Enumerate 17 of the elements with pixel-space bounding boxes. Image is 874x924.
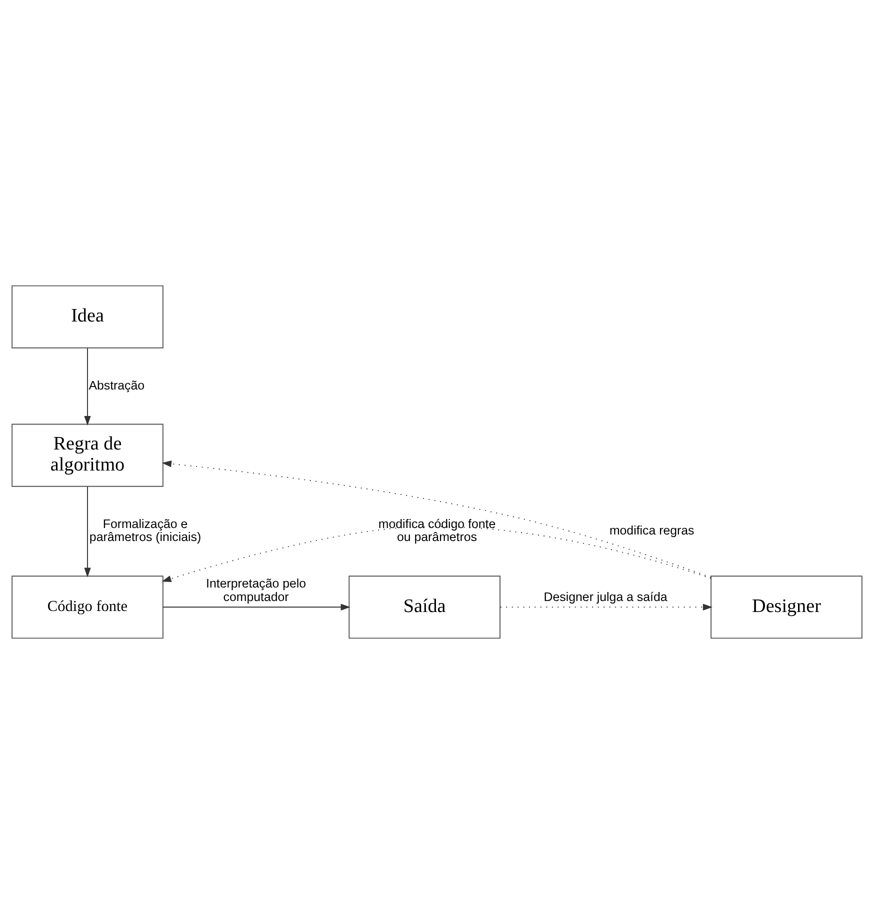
arrow bbox=[500, 604, 712, 610]
edge-label: Interpretação pelo computador bbox=[206, 576, 306, 604]
arrow bbox=[84, 486, 91, 578]
arrow bbox=[162, 604, 350, 610]
node-box: Código fonte bbox=[12, 576, 164, 639]
edge-label: Abstração bbox=[88, 378, 145, 392]
edge-label: modifica regras bbox=[609, 523, 694, 538]
node-box: Regra de algoritmo bbox=[12, 424, 164, 487]
arrow bbox=[84, 348, 91, 426]
arrow bbox=[162, 460, 712, 578]
node-box: Idea bbox=[12, 285, 164, 348]
node-box: Designer bbox=[710, 576, 862, 639]
edge-label: Formalização e parâmetros (iniciais) bbox=[89, 516, 202, 544]
node-box: Saída bbox=[348, 576, 500, 639]
arrow bbox=[162, 526, 712, 582]
edge-label: modifica código fonte ou parâmetros bbox=[378, 516, 496, 544]
edge-label: Designer julga a saída bbox=[544, 590, 668, 604]
